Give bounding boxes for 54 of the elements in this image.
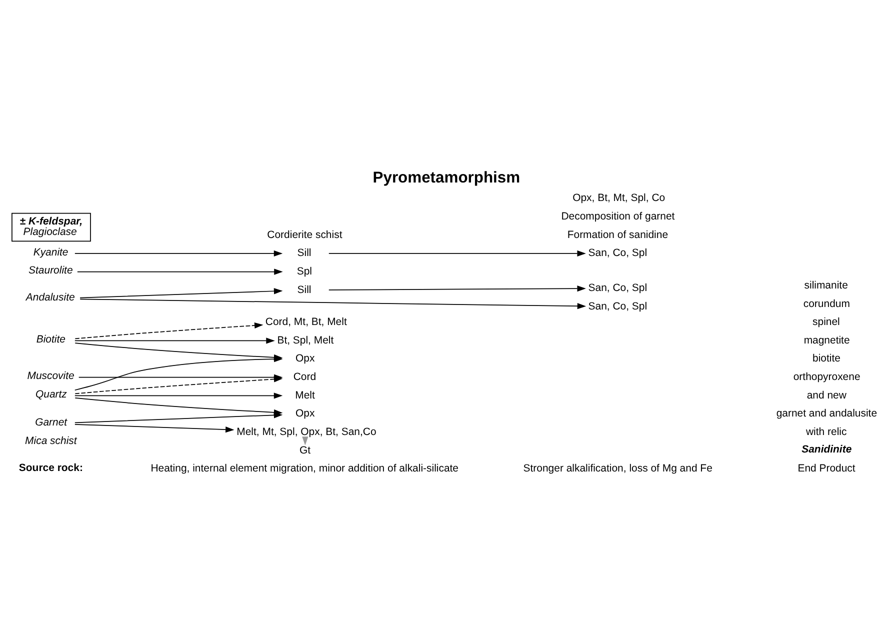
label: orthopyroxene — [793, 372, 860, 383]
label: magnetite — [804, 334, 850, 346]
label: with relic — [806, 426, 847, 438]
label: and new — [806, 390, 846, 401]
node-text: Andalusite — [26, 292, 75, 304]
label: Source rock: — [18, 462, 83, 474]
arrow — [74, 423, 234, 432]
label: Sanidinite — [802, 444, 852, 455]
node-text: Sill — [297, 248, 312, 259]
arrow — [74, 337, 275, 344]
node-text: Garnet — [35, 416, 68, 428]
node-text: Spl — [296, 266, 312, 277]
arrow — [328, 285, 586, 292]
node-text: Biotite — [36, 334, 66, 346]
label: Decomposition of garnet — [561, 210, 675, 222]
label: Heating, internal element migration, minor addition of alkali-silicate — [150, 463, 459, 474]
label: corundum — [803, 298, 850, 310]
node-text: Sill — [297, 284, 312, 296]
label: silimanite — [804, 280, 848, 291]
label: garnet and andalusite — [776, 408, 878, 420]
node-text: San, Co, Spl — [588, 300, 648, 312]
label: biotite — [812, 353, 840, 364]
node-text: Gt — [299, 444, 311, 456]
label: Opx, Bt, Mt, Spl, Co — [572, 192, 666, 204]
node-text: Quartz — [36, 389, 67, 400]
label: Cordierite schist — [267, 229, 342, 240]
node-text: Melt, Mt, Spl, Opx, Bt, San,Co — [236, 426, 376, 438]
arrow — [74, 250, 283, 256]
label: End Product — [798, 463, 856, 474]
node-box: ± K-feldspar, Plagioclase — [12, 212, 91, 242]
node-text: San, Co, Spl — [588, 282, 648, 294]
node-text: San, Co, Spl — [588, 248, 648, 259]
label: spinel — [812, 316, 840, 328]
arrow — [80, 298, 586, 309]
node-text: Staurolite — [28, 265, 73, 276]
node-text: Melt — [295, 390, 315, 401]
node-text: Opx — [296, 353, 315, 364]
label: Stronger alkalification, loss of Mg and Fe — [523, 463, 712, 474]
arrow — [74, 392, 283, 398]
arrow — [74, 376, 283, 394]
arrow — [76, 268, 283, 274]
arrow — [74, 412, 283, 423]
diagram-title: Pyrometamorphism — [372, 169, 520, 186]
node-text: Cord, Mt, Bt, Melt — [265, 316, 347, 328]
node-text: Bt, Spl, Melt — [277, 334, 334, 346]
arrow — [328, 250, 586, 256]
label: Formation of sanidine — [567, 229, 668, 240]
label: Mica schist — [25, 435, 77, 446]
node-text: Kyanite — [33, 246, 68, 258]
node-text: Cord — [293, 372, 316, 383]
arrow — [80, 288, 283, 298]
node-text: Muscovite — [27, 370, 74, 382]
node-text: Opx — [296, 408, 315, 420]
arrow — [74, 322, 264, 339]
